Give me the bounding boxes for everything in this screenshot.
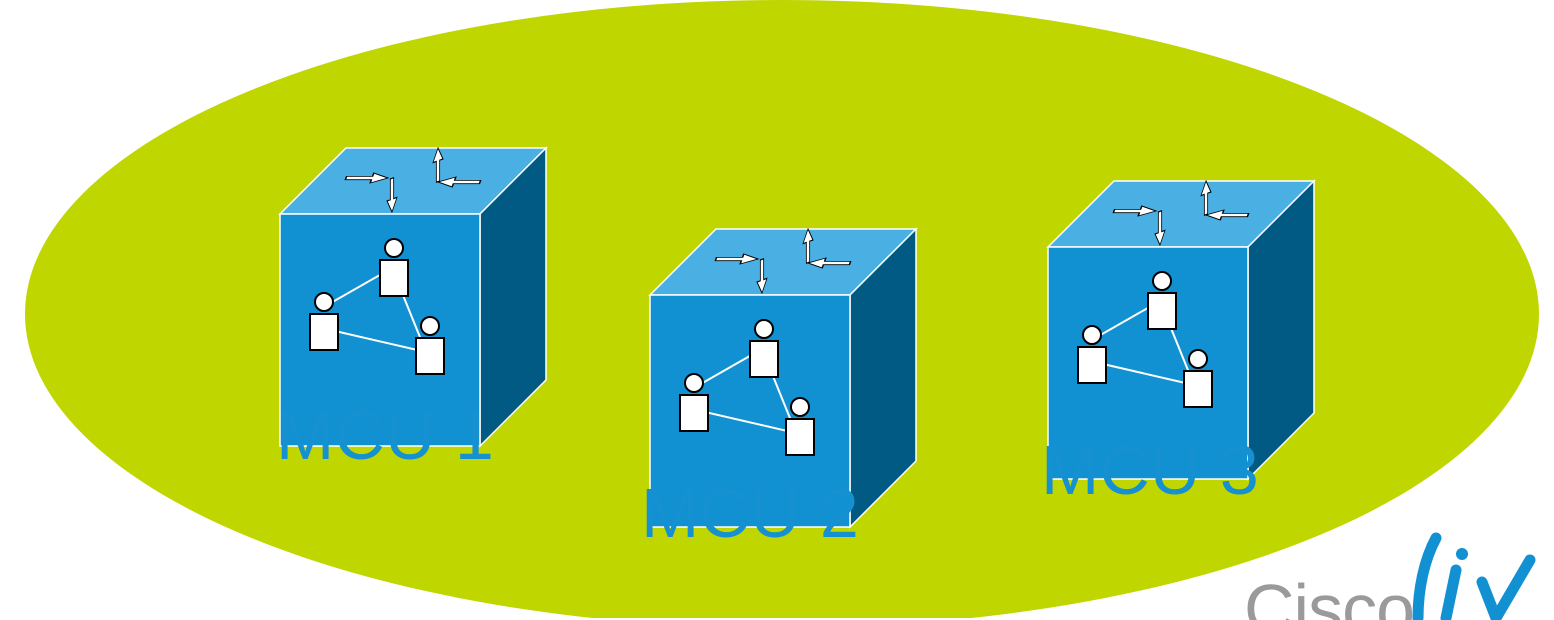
logo-text: Cisco bbox=[1244, 570, 1415, 620]
live-swoosh-icon bbox=[1412, 532, 1536, 620]
mcu-3-label: MCU 3 bbox=[1041, 431, 1259, 509]
mcu-1-label: MCU 1 bbox=[276, 396, 494, 474]
mcu-2-label: MCU 2 bbox=[641, 474, 859, 552]
cisco-live-logo: Cisco bbox=[1200, 520, 1554, 620]
